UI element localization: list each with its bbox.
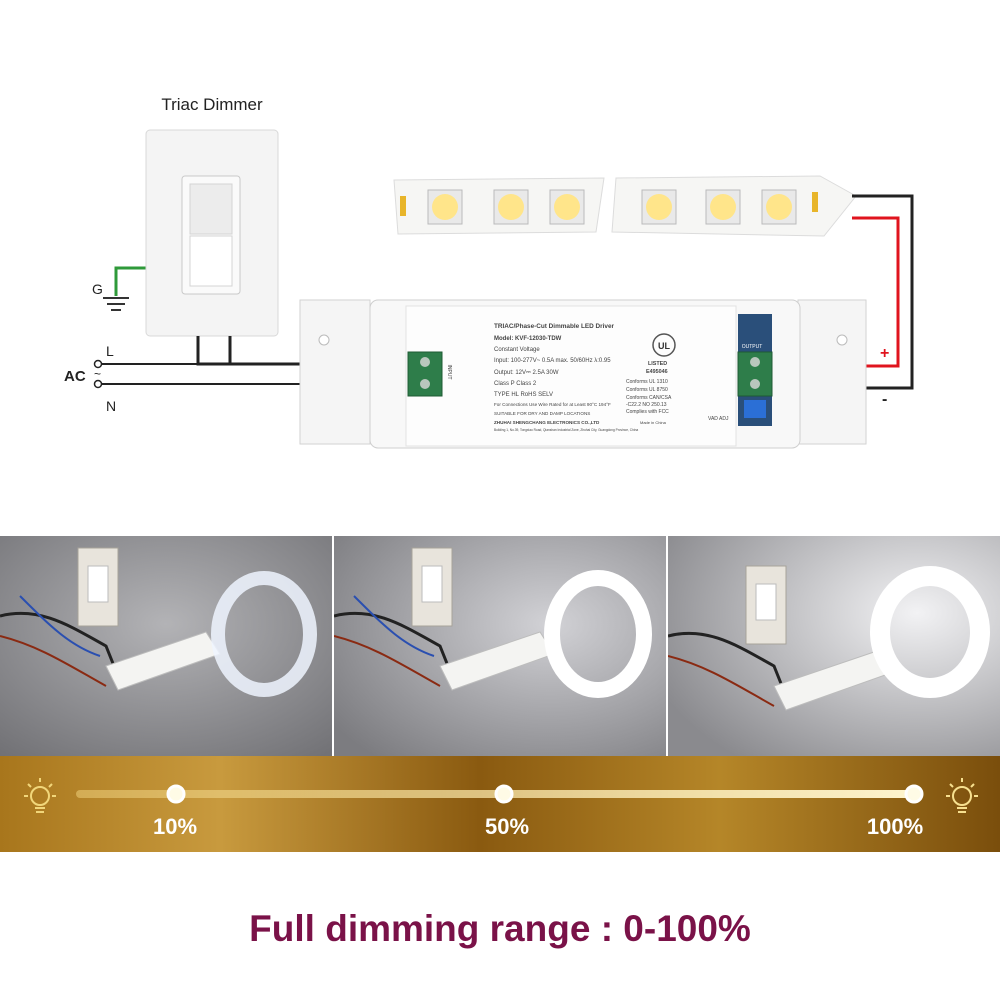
led-chip xyxy=(493,189,529,225)
led-chip xyxy=(641,189,677,225)
driver-class: Class P Class 2 xyxy=(494,381,537,387)
level-label-10: 10% xyxy=(152,814,198,839)
driver-conform-1: Conforms UL 1310 xyxy=(626,379,668,385)
headline: Full dimming range : 0-100% xyxy=(249,908,751,949)
plus-label: + xyxy=(880,345,889,362)
neutral-label: N xyxy=(106,398,116,414)
led-strip xyxy=(393,175,857,237)
driver-address: Building 1, No.39, Tongxiao Road, Qiansh… xyxy=(494,428,638,432)
minus-label: - xyxy=(882,391,887,408)
photo-dim-100 xyxy=(668,536,1000,756)
led-chip xyxy=(427,189,463,225)
driver-conform-2: Conforms UL 8750 xyxy=(626,387,668,393)
driver-conform-3: Conforms CAN/CSA xyxy=(626,395,672,401)
driver-locations: SUITABLE FOR DRY AND DAMP LOCATIONS xyxy=(494,411,590,416)
driver-input: Input: 100-277V~ 0.5A max. 50/60Hz λ:0.9… xyxy=(494,358,611,364)
triac-dimmer xyxy=(145,129,279,337)
svg-text:UL: UL xyxy=(658,341,670,351)
driver-listed: LISTED xyxy=(648,361,667,367)
led-driver: UL xyxy=(299,299,867,449)
ground-label: G xyxy=(92,281,103,297)
ground-symbol-icon xyxy=(103,297,129,311)
driver-adj-tag: VAD ADJ xyxy=(708,416,729,422)
driver-input-tag: INPUT xyxy=(446,365,452,380)
driver-conform-4: -C22.2 NO 250.13 xyxy=(626,402,667,408)
driver-constant: Constant Voltage xyxy=(494,347,540,353)
level-marker xyxy=(494,784,514,804)
driver-note: For Connections Use Wire Rated for at Le… xyxy=(494,402,611,407)
svg-text:~: ~ xyxy=(94,367,101,381)
level-marker xyxy=(904,784,924,804)
dimming-scale-band xyxy=(0,756,1000,852)
driver-origin: Made in China xyxy=(640,420,667,425)
led-chip xyxy=(549,189,585,225)
ac-label: AC xyxy=(64,368,86,385)
photo-dim-10 xyxy=(0,536,332,756)
level-label-50: 50% xyxy=(484,814,530,839)
level-marker xyxy=(166,784,186,804)
photo-dim-50 xyxy=(334,536,666,756)
dim-bulb-icon xyxy=(24,778,56,813)
driver-type: TYPE HL RoHS SELV xyxy=(494,392,553,398)
driver-output-tag: OUTPUT xyxy=(742,344,763,350)
led-chip xyxy=(705,189,741,225)
driver-title: TRIAC/Phase-Cut Dimmable LED Driver xyxy=(494,323,615,330)
driver-model: Model: KVF-12030-TDW xyxy=(494,336,562,342)
line-label: L xyxy=(106,343,114,359)
ul-listed-icon xyxy=(652,333,676,357)
ground-wire xyxy=(114,266,146,296)
driver-output: Output: 12V⎓ 2.5A 30W xyxy=(494,370,559,376)
driver-conform-5: Complies with FCC xyxy=(626,409,669,415)
bright-bulb-icon xyxy=(946,778,978,813)
driver-maker: ZHUHAI SHENGCHANG ELECTRONICS CO.,LTD xyxy=(494,420,600,425)
level-label-100: 100% xyxy=(866,814,924,839)
driver-file: E495046 xyxy=(646,369,668,375)
wiring-diagram: Triac Dimmer G ~ AC L N + - xyxy=(64,95,914,449)
dimmer-label: Triac Dimmer xyxy=(161,95,263,114)
led-chip xyxy=(761,189,797,225)
